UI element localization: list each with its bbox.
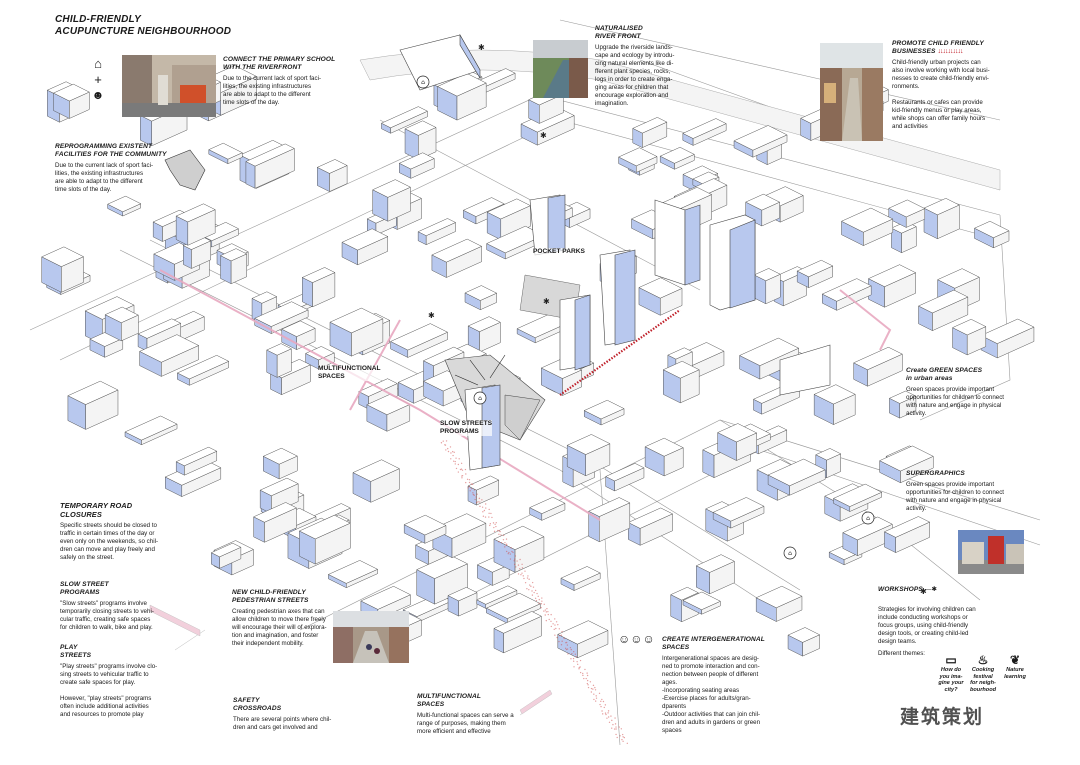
svg-text:✱: ✱: [543, 297, 550, 306]
chef-hat-icon: ♨: [977, 653, 989, 667]
watermark: 建筑策划: [900, 707, 985, 728]
svg-text:✱: ✱: [428, 311, 435, 320]
school-icon: ⌂: [94, 56, 102, 71]
sprout-icon: ❦: [1009, 653, 1021, 667]
river-photo: [533, 40, 588, 98]
svg-text:⌂: ⌂: [866, 515, 870, 522]
plus-icon: +: [94, 72, 102, 87]
svg-text:⌂: ⌂: [478, 395, 482, 402]
svg-text:⌂: ⌂: [788, 550, 792, 557]
mural-photo: [958, 530, 1024, 574]
theme-nature-learning: ❦ Nature learning: [1000, 653, 1030, 680]
down-arrows-icon: ↓↓↓↓↓↓↓↓↓↓: [937, 48, 963, 55]
svg-text:✱: ✱: [920, 587, 927, 596]
workshops-body: Strategies for involving children can in…: [878, 606, 976, 657]
svg-text:✱: ✱: [540, 131, 547, 140]
svg-text:✱: ✱: [478, 43, 485, 52]
family-icon: ☻: [91, 88, 105, 102]
poster-title: CHILD-FRIENDLY ACUPUNCTURE NEIGHBOURHOOD: [55, 14, 232, 37]
intergenerational-people-icon: ☺☺☺: [618, 632, 655, 646]
street-photo-school: [122, 55, 216, 117]
theme-imagine-city: ▭ How do you ima- gine your city?: [936, 653, 966, 693]
asterisk-line-icon: —✱: [924, 586, 938, 593]
section-workshops: WORKSHOPS —✱: [878, 586, 938, 593]
easel-icon: ▭: [945, 653, 957, 667]
shops-street-photo: [820, 43, 883, 141]
theme-cooking-festival: ♨ Cooking festival for neigh- bourhood: [969, 653, 997, 693]
map-label-pocket-parks: POCKET PARKS: [533, 248, 585, 256]
school-to-river-icons: ⌂ + ☻: [88, 56, 108, 102]
section-supergraphics: SUPERGRAPHICS Green spaces provide impor…: [906, 470, 1005, 512]
svg-text:⌂: ⌂: [421, 79, 425, 86]
pedestrian-street-photo: [333, 611, 409, 663]
